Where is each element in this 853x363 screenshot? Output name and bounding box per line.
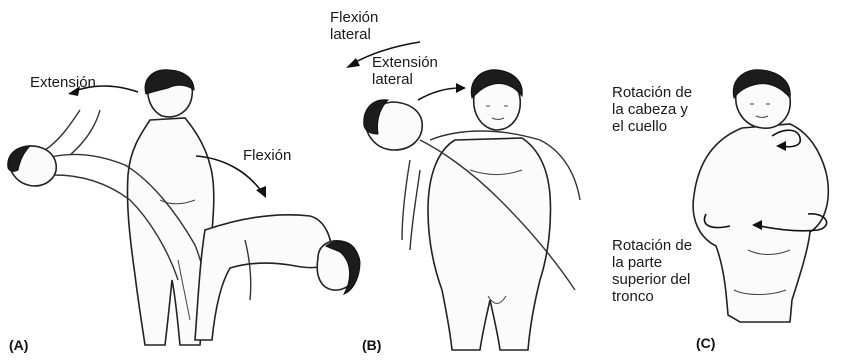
- trunk-rotation-label: Rotación de la parte superior del tronco: [612, 237, 692, 305]
- panel-b-lateral-extension-arrow: [418, 88, 460, 100]
- panel-c-figures: [693, 70, 828, 322]
- panel-c-tag: (C): [696, 335, 715, 351]
- panel-b-figures: [346, 42, 580, 350]
- extension-label: Extensión: [30, 74, 96, 91]
- flexion-label: Flexión: [243, 147, 291, 164]
- lateral-flexion-label: Flexión lateral: [330, 9, 378, 43]
- head-neck-rotation-label: Rotación de la cabeza y el cuello: [612, 84, 692, 135]
- panel-a-figures: [8, 70, 360, 345]
- lateral-extension-label: Extensión lateral: [372, 54, 438, 88]
- panel-a-tag: (A): [9, 337, 28, 353]
- panel-a-flexion-figure: [195, 215, 331, 340]
- panel-b-tag: (B): [362, 337, 381, 353]
- panel-b-standing-figure: [428, 138, 551, 350]
